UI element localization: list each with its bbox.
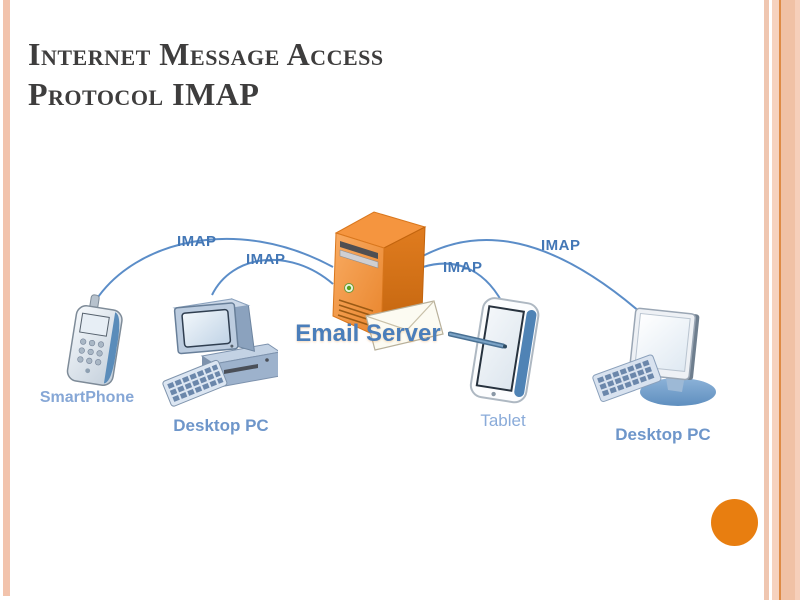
imap-connection-label: IMAP — [443, 259, 483, 276]
email-server-icon — [332, 211, 444, 351]
page-title: Internet Message Access Protocol IMAP — [28, 34, 648, 114]
desktop-pc-icon — [162, 298, 278, 407]
smartphone-label: SmartPhone — [39, 389, 135, 406]
left-accent-bar — [3, 0, 10, 596]
imap-curve-smartphone — [95, 237, 334, 301]
imap-connection-label: IMAP — [541, 237, 581, 254]
imap-connection-label: IMAP — [177, 233, 217, 250]
stylus-icon — [448, 331, 507, 349]
smartphone-icon — [66, 294, 123, 386]
email-server-label: Email Server — [295, 320, 441, 347]
imap-connection-label: IMAP — [246, 251, 286, 268]
imap-curve-desktop-left — [211, 258, 334, 296]
imap-curve-tablet — [422, 262, 503, 303]
title-line-1: Internet Message Access — [28, 36, 384, 72]
desktop-pc-icon — [592, 307, 716, 406]
tablet-icon — [448, 297, 540, 404]
accent-circle — [711, 499, 758, 546]
right-accent-stripe-band — [772, 0, 800, 600]
title-line-2: Protocol IMAP — [28, 76, 260, 112]
desktop-pc-right-label: Desktop PC — [615, 425, 711, 444]
desktop-pc-left-label: Desktop PC — [173, 416, 269, 435]
tablet-label: Tablet — [480, 411, 526, 430]
right-accent-stripe — [764, 0, 769, 600]
imap-curve-desktop-right — [420, 238, 649, 320]
